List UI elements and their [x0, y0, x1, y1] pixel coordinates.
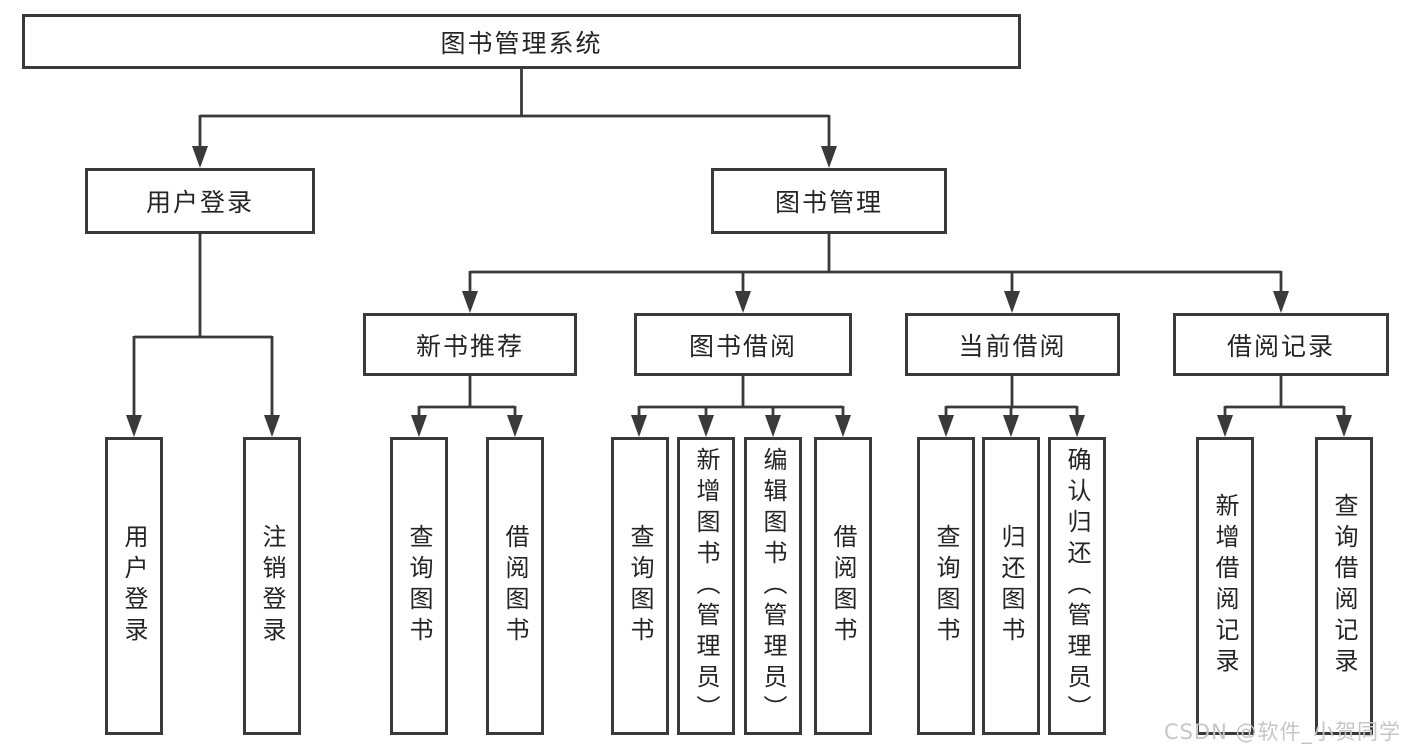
root-label: 图书管理系统 — [440, 28, 603, 58]
leaf-query-book-3-box: 查询图书 — [917, 437, 975, 735]
leaf-return-book-box: 归还图书 — [982, 437, 1040, 735]
leaf-query-borrow-record-box: 查询借阅记录 — [1315, 437, 1373, 735]
leaf-add-book-box: 新增图书（管理员） — [677, 437, 735, 735]
leaf-borrow-book-1-label: 借阅图书 — [501, 524, 529, 648]
connector-root-to-level2 — [192, 69, 837, 168]
leaf-query-borrow-record-label: 查询借阅记录 — [1330, 493, 1358, 679]
book-borrow-label: 图书借阅 — [688, 331, 797, 361]
csdn-watermark: CSDN @软件_小贺同学 — [1163, 720, 1401, 744]
leaf-edit-book-box: 编辑图书（管理员） — [744, 437, 802, 735]
leaf-edit-book-label: 编辑图书（管理员） — [759, 446, 787, 726]
user-login-box: 用户登录 — [85, 168, 315, 234]
connector-bookborrow-to-leaves — [631, 376, 851, 437]
leaf-add-book-label: 新增图书（管理员） — [692, 446, 720, 726]
leaf-user-login-box: 用户登录 — [105, 437, 163, 735]
leaf-logout-label: 注销登录 — [258, 524, 286, 648]
new-book-recommend-label: 新书推荐 — [415, 331, 524, 361]
current-borrow-box: 当前借阅 — [905, 313, 1120, 376]
user-login-label: 用户登录 — [145, 188, 254, 217]
connector-bookmgmt-to-level3 — [462, 234, 1289, 313]
leaf-add-borrow-record-box: 新增借阅记录 — [1196, 437, 1254, 735]
new-book-recommend-box: 新书推荐 — [363, 313, 577, 376]
connector-newbook-to-leaves — [411, 376, 523, 437]
current-borrow-label: 当前借阅 — [958, 331, 1067, 361]
leaf-borrow-book-2-box: 借阅图书 — [814, 437, 872, 735]
leaf-confirm-return-label: 确认归还（管理员） — [1063, 446, 1091, 726]
leaf-query-book-3-label: 查询图书 — [932, 524, 960, 648]
connector-borrowrecord-to-leaves — [1217, 376, 1352, 437]
connector-currentborrow-to-leaves — [938, 376, 1085, 437]
leaf-logout-box: 注销登录 — [243, 437, 301, 735]
book-mgmt-label: 图书管理 — [774, 188, 883, 217]
leaf-query-book-1-label: 查询图书 — [405, 524, 433, 648]
borrow-record-label: 借阅记录 — [1226, 331, 1335, 361]
book-borrow-box: 图书借阅 — [634, 313, 852, 376]
leaf-confirm-return-box: 确认归还（管理员） — [1048, 437, 1106, 735]
borrow-record-box: 借阅记录 — [1173, 313, 1389, 376]
leaf-query-book-2-box: 查询图书 — [611, 437, 669, 735]
book-mgmt-box: 图书管理 — [711, 168, 947, 234]
leaf-borrow-book-2-label: 借阅图书 — [829, 524, 857, 648]
leaf-borrow-book-1-box: 借阅图书 — [486, 437, 544, 735]
leaf-query-book-2-label: 查询图书 — [626, 524, 654, 648]
connector-userlogin-to-leaves — [126, 234, 280, 437]
leaf-user-login-label: 用户登录 — [120, 524, 148, 648]
leaf-add-borrow-record-label: 新增借阅记录 — [1211, 493, 1239, 679]
leaf-query-book-1-box: 查询图书 — [390, 437, 448, 735]
root-box: 图书管理系统 — [22, 14, 1021, 69]
leaf-return-book-label: 归还图书 — [997, 524, 1025, 648]
